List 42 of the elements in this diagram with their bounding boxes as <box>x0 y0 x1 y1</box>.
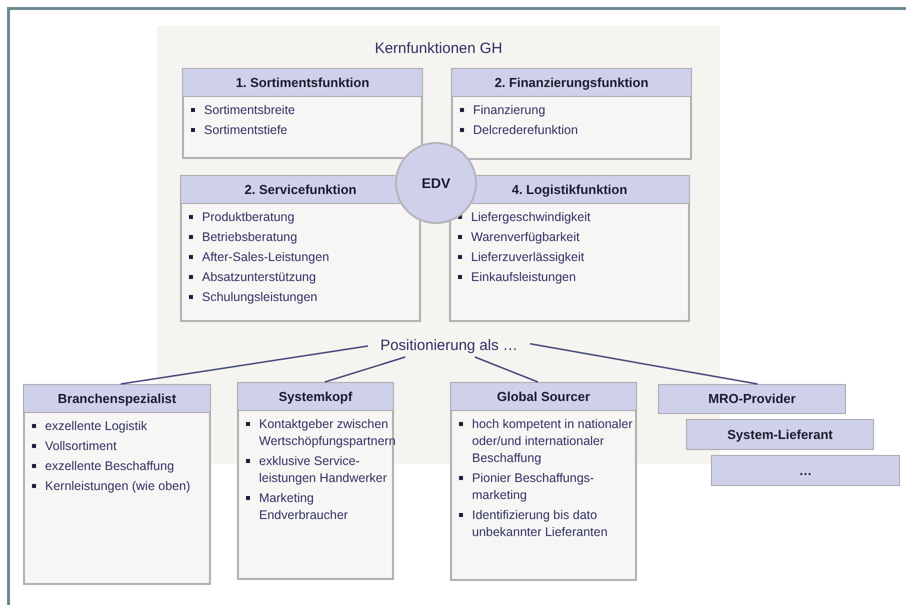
function-card <box>237 382 394 580</box>
function-card <box>450 382 637 581</box>
connector-line <box>324 356 406 383</box>
bullet-text: Vollsortiment <box>45 438 117 455</box>
connector-line <box>474 356 538 383</box>
bullet-text: Warenverfügbarkeit <box>471 229 580 246</box>
bullet-text: Kernleistungen (wie oben) <box>45 478 190 495</box>
function-card <box>180 175 421 322</box>
bullet-text: Betriebsberatung <box>202 229 298 246</box>
card-header: Global Sourcer <box>450 382 637 411</box>
bullet-text: exklusive Service-leistungen Handwerker <box>259 453 388 487</box>
text-label: Positionierung als … <box>380 336 518 356</box>
bullet-text: exzellente Logistik <box>45 418 148 435</box>
bullet-text: Produktberatung <box>202 209 294 226</box>
bullet-text: Delcrederefunktion <box>473 122 578 139</box>
function-card <box>23 384 211 585</box>
bullet-text: Pionier Beschaffungs-marketing <box>472 470 596 504</box>
header-box: MRO-Provider <box>658 384 846 414</box>
function-card <box>451 68 692 160</box>
panel-title: Kernfunktionen GH <box>374 39 504 59</box>
card-header: Branchenspezialist <box>23 384 211 413</box>
bullet-text: exzellente Beschaffung <box>45 458 174 475</box>
bullet-text: Finanzierung <box>473 102 546 119</box>
bullet-text: Lieferzuverlässigkeit <box>471 249 584 266</box>
card-header: Systemkopf <box>237 382 394 411</box>
header-box: … <box>711 455 900 486</box>
card-header: 2. Finanzierungsfunktion <box>451 68 692 97</box>
bullet-text: Einkaufsleistungen <box>471 269 576 286</box>
connector-line <box>120 345 368 385</box>
bullet-text: Absatzunterstützung <box>202 269 316 286</box>
bullet-text: Schulungsleistungen <box>202 289 318 306</box>
function-card <box>182 68 423 159</box>
bullet-text: After-Sales-Leistungen <box>202 249 330 266</box>
bullet-text: Sortimentstiefe <box>204 122 288 139</box>
bullet-text: Sortimentsbreite <box>204 102 296 119</box>
bullet-text: Identifizierung bis dato unbekannter Lieferanten <box>472 507 609 541</box>
bullet-text: hoch kompetent in nationaler oder/und internationaler Beschaffung <box>472 416 633 467</box>
header-box: System-Lieferant <box>686 419 874 450</box>
card-header: 1. Sortimentsfunktion <box>182 68 423 97</box>
bullet-text: Marketing Endverbraucher <box>259 490 349 524</box>
connector-line <box>530 343 758 385</box>
function-card <box>449 175 690 322</box>
